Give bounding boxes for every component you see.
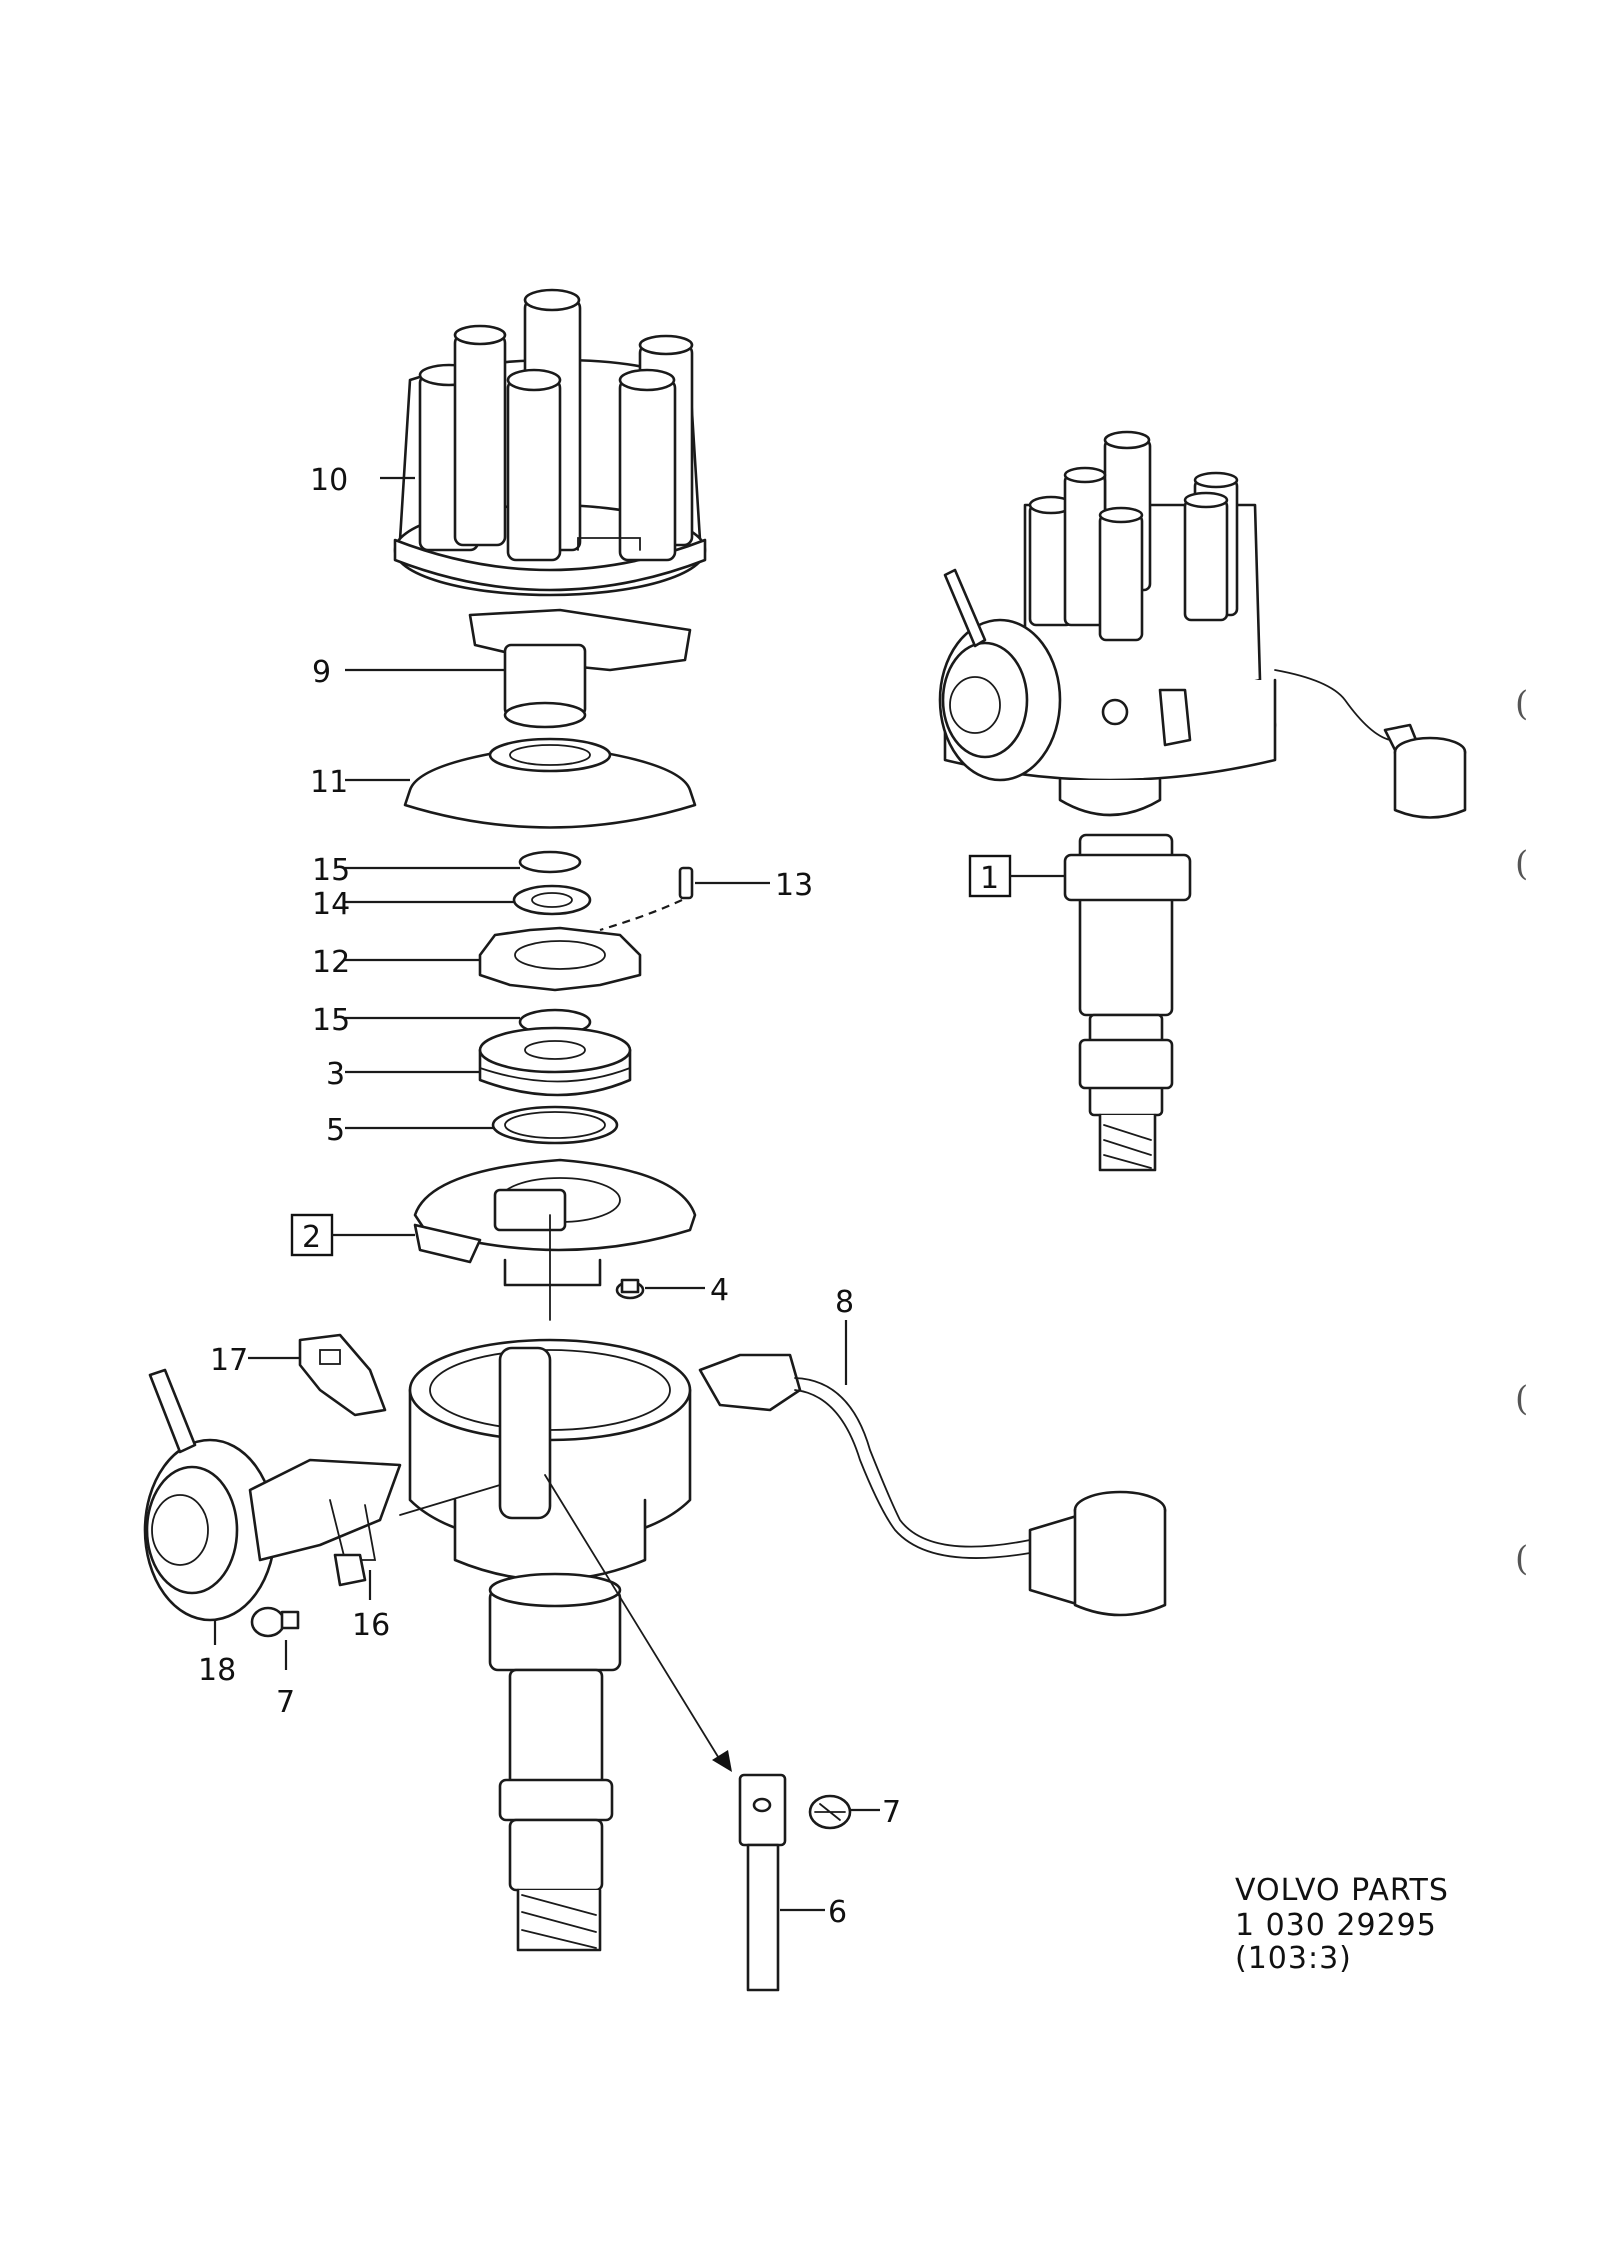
label-5: 5 (326, 1113, 345, 1148)
callout-3: 3 (326, 1057, 480, 1092)
label-17: 17 (210, 1343, 248, 1378)
label-4: 4 (710, 1273, 729, 1308)
label-15a: 15 (312, 853, 350, 888)
callout-7a: 7 (276, 1640, 295, 1720)
callout-6: 6 (780, 1895, 847, 1930)
cam-plate-part-12 (478, 926, 642, 992)
dust-shield-part-11 (403, 737, 697, 829)
margin-mark-4: ( (1515, 1539, 1528, 1579)
callout-16: 16 (352, 1570, 390, 1643)
distributor-cap-part-10 (393, 288, 707, 597)
screw-part-7 (250, 1606, 300, 1638)
label-1: 1 (980, 861, 999, 896)
lever-part-6 (738, 1773, 787, 1992)
callout-13: 13 (695, 868, 813, 903)
label-3: 3 (326, 1057, 345, 1092)
label-8: 8 (835, 1285, 854, 1320)
breaker-plate-part-3 (478, 1026, 632, 1097)
margin-mark-1: ( (1515, 684, 1528, 724)
vacuum-unit-part-18 (143, 1368, 402, 1622)
callout-11: 11 (310, 765, 410, 800)
margin-marks: ( ( ( ( (1515, 684, 1528, 1579)
callout-9: 9 (312, 655, 505, 690)
callout-2: 2 (290, 1213, 415, 1257)
label-7a: 7 (276, 1685, 295, 1720)
callout-15b: 15 (312, 1003, 520, 1038)
label-15b: 15 (312, 1003, 350, 1038)
label-18: 18 (198, 1653, 236, 1688)
connection-lines (399, 1214, 732, 1772)
circlip-part-15 (518, 850, 582, 874)
rotor-part-9 (468, 608, 692, 729)
label-6: 6 (828, 1895, 847, 1930)
ring-part-5 (491, 1105, 619, 1145)
label-7b: 7 (882, 1795, 901, 1830)
label-11: 11 (310, 765, 348, 800)
screw-part-4 (615, 1278, 645, 1300)
callout-5: 5 (326, 1113, 493, 1148)
label-10: 10 (310, 463, 348, 498)
label-9: 9 (312, 655, 331, 690)
callout-12: 12 (312, 945, 480, 980)
reference-line-2: 1 030 29295 (1235, 1908, 1437, 1943)
callout-17: 17 (210, 1343, 300, 1378)
clip-part-17 (298, 1333, 387, 1417)
reference-line-1: VOLVO PARTS (1235, 1873, 1449, 1908)
callout-14: 14 (312, 887, 514, 922)
distributor-housing (408, 1338, 692, 1952)
reference-block: VOLVO PARTS 1 030 29295 (103:3) (1235, 1873, 1449, 1976)
callout-15a: 15 (312, 853, 520, 888)
callout-18: 18 (198, 1620, 236, 1688)
washer-part-14 (512, 884, 592, 916)
margin-mark-3: ( (1515, 1379, 1528, 1419)
callout-4: 4 (645, 1273, 729, 1308)
label-12: 12 (312, 945, 350, 980)
label-2: 2 (302, 1220, 321, 1255)
callout-1: 1 (968, 854, 1065, 898)
label-13: 13 (775, 868, 813, 903)
label-16: 16 (352, 1608, 390, 1643)
assembled-distributor-part-1 (938, 430, 1467, 1172)
pin-part-13 (599, 866, 694, 932)
bracket-part-16 (333, 1553, 367, 1587)
margin-mark-2: ( (1515, 844, 1528, 884)
lead-part-8 (698, 1353, 1167, 1617)
screw-part-7b (808, 1794, 852, 1830)
callout-8: 8 (835, 1285, 854, 1385)
callout-10: 10 (310, 463, 415, 498)
label-14: 14 (312, 887, 350, 922)
base-plate-part-2 (413, 1158, 697, 1287)
callout-7b: 7 (850, 1795, 901, 1830)
reference-line-3: (103:3) (1235, 1941, 1352, 1976)
